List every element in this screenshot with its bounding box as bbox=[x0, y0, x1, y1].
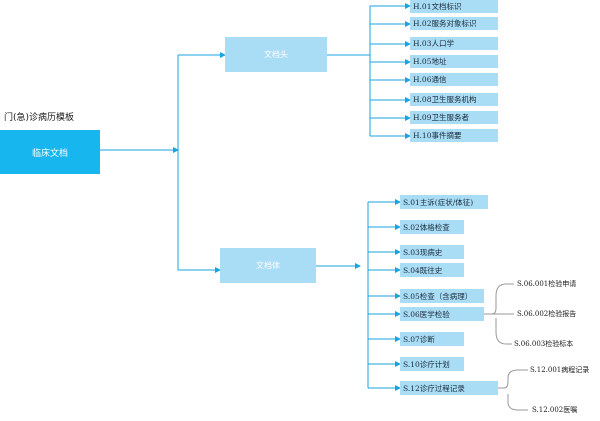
root-node: 临床文档 bbox=[0, 130, 100, 174]
process-subitem: S.12.001病程记录 bbox=[530, 366, 590, 374]
body-item: S.12诊疗过程记录 bbox=[400, 381, 498, 395]
lab-subitem: S.06.003检验标本 bbox=[514, 340, 574, 348]
body-item: S.04既往史 bbox=[400, 263, 464, 277]
lab-subitem: S.06.001检验申请 bbox=[517, 280, 577, 288]
header-item: H.09卫生服务者 bbox=[410, 111, 498, 124]
body-item: S.02体格检查 bbox=[400, 220, 464, 234]
body-item: S.10诊疗计划 bbox=[400, 357, 464, 371]
connector-process-branch bbox=[498, 369, 528, 389]
body-item: S.05检查（含病理） bbox=[400, 289, 484, 303]
header-item: H.01文档标识 bbox=[410, 0, 498, 13]
header-item: H.03人口学 bbox=[410, 37, 498, 50]
diagram-title: 门(急)诊病历模板 bbox=[4, 113, 75, 123]
header-item: H.02服务对象标识 bbox=[410, 17, 498, 30]
header-item: H.06通信 bbox=[410, 73, 498, 86]
body-group-node: 文档体 bbox=[220, 248, 316, 283]
header-item: H.10事件摘要 bbox=[410, 129, 498, 142]
connector-lab-branch bbox=[484, 283, 514, 315]
body-item: S.07诊断 bbox=[400, 332, 464, 346]
header-item: H.08卫生服务机构 bbox=[410, 93, 498, 106]
body-item: S.06医学检验 bbox=[400, 307, 484, 321]
process-subitem: S.12.002医嘱 bbox=[532, 406, 578, 414]
header-group-node: 文档头 bbox=[225, 37, 327, 72]
body-item: S.01主诉(症状/体征) bbox=[400, 195, 488, 209]
header-item: H.05地址 bbox=[410, 55, 498, 68]
lab-subitem: S.06.002检验报告 bbox=[517, 310, 577, 318]
body-item: S.03现病史 bbox=[400, 245, 464, 259]
